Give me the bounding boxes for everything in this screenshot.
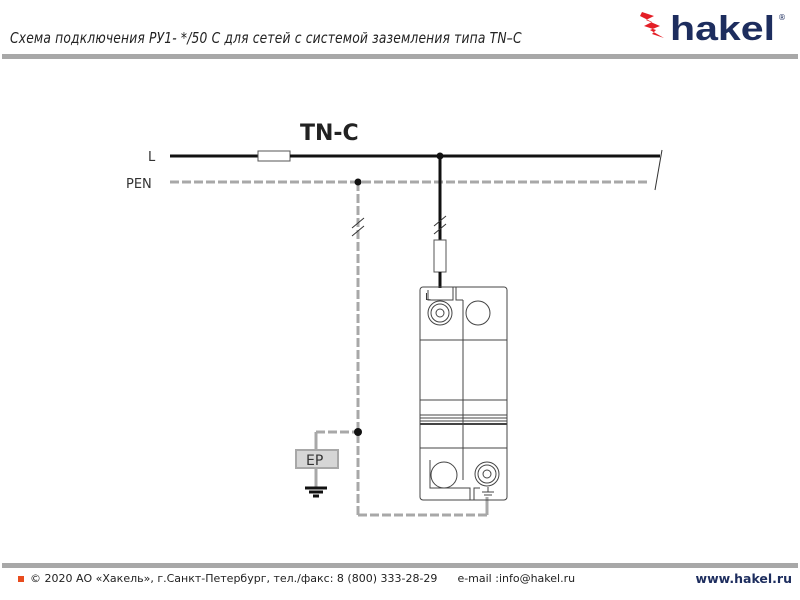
header-divider: [2, 54, 798, 59]
device-feed: [433, 152, 447, 288]
ground-icon: [305, 486, 327, 498]
lightning-icon: [640, 12, 664, 38]
footer-divider: [2, 563, 798, 568]
hakel-logo: hakel ®: [640, 10, 786, 48]
line-pen-label: PEN: [126, 177, 152, 192]
email-link[interactable]: e-mail :info@hakel.ru: [457, 572, 576, 585]
website-link[interactable]: www.hakel.ru: [695, 571, 792, 586]
fuse-icon: [433, 239, 447, 273]
fuse-icon: [257, 150, 291, 162]
logo-text: hakel: [670, 10, 775, 48]
pen-conductor: [170, 178, 650, 517]
page-title: Схема подключения РУ1- */50 С для сетей …: [10, 29, 522, 47]
ep-box: [295, 449, 339, 469]
l-conductor: [170, 149, 663, 191]
copyright: © 2020 АО «Хакель», г.Санкт-Петербург, т…: [30, 572, 438, 585]
logo-mark: ®: [778, 13, 786, 22]
line-l-label: L: [148, 150, 156, 165]
system-label: TN-C: [300, 121, 359, 146]
surge-arrester-device: [419, 286, 508, 501]
bullet-icon: [18, 575, 24, 582]
ep-label: EP: [306, 453, 323, 469]
device-terminal-l: L: [425, 292, 431, 303]
footer: © 2020 АО «Хакель», г.Санкт-Петербург, т…: [18, 572, 575, 585]
